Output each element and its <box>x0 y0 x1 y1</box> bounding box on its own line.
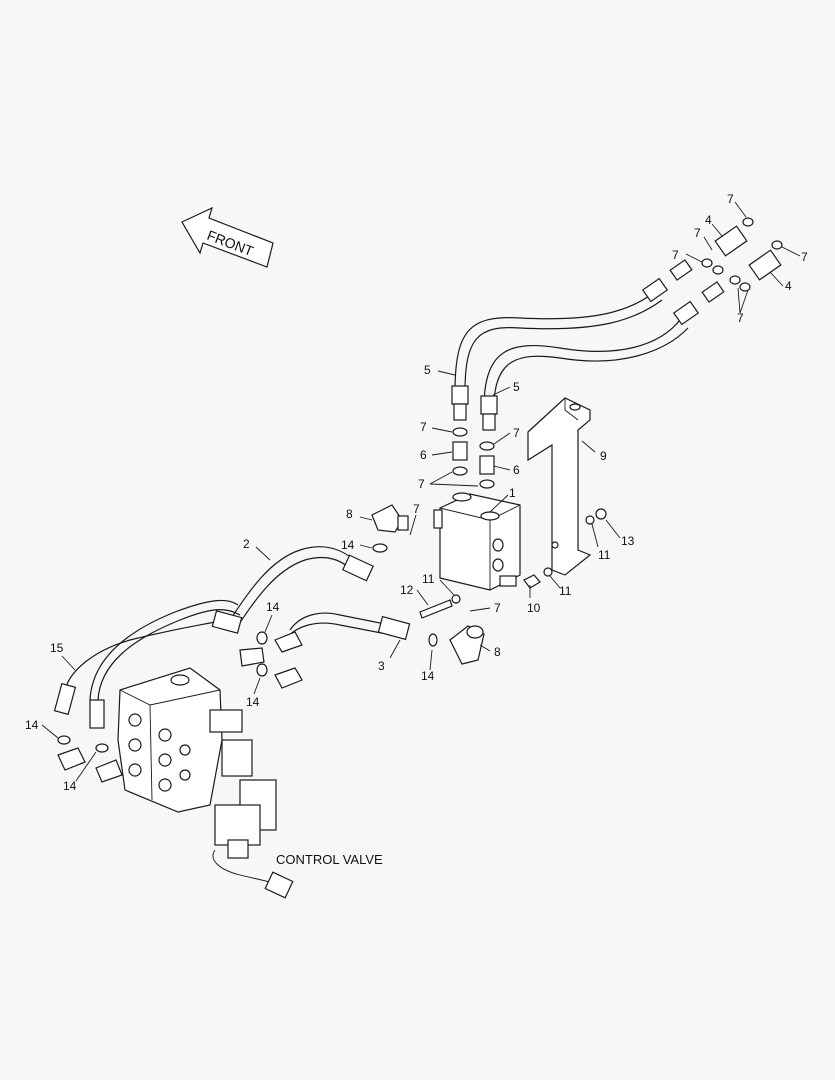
callout-7: 7 <box>737 311 744 325</box>
callout-4: 4 <box>705 213 712 227</box>
callout-14: 14 <box>341 538 355 552</box>
callout-14: 14 <box>421 669 435 683</box>
callout-7: 7 <box>418 477 425 491</box>
callout-13: 13 <box>621 534 635 548</box>
callout-5: 5 <box>513 380 520 394</box>
callout-9: 9 <box>600 449 607 463</box>
mounting-bracket <box>527 397 592 576</box>
callout-3: 3 <box>378 659 385 673</box>
adapters <box>57 543 438 783</box>
callout-7: 7 <box>672 248 679 262</box>
callout-7: 7 <box>727 192 734 206</box>
upper-hoses <box>451 259 725 431</box>
callout-7: 7 <box>513 426 520 440</box>
callout-11: 11 <box>598 548 611 562</box>
callout-7: 7 <box>801 250 808 264</box>
lower-hoses <box>53 546 411 729</box>
callout-10: 10 <box>527 601 541 615</box>
control-valve <box>117 667 294 899</box>
callout-7: 7 <box>494 601 501 615</box>
elbow-fittings <box>371 504 485 665</box>
quick-couplers <box>701 217 783 292</box>
callout-12: 12 <box>400 583 414 597</box>
callout-7: 7 <box>694 226 701 240</box>
callout-11: 11 <box>559 584 572 598</box>
callout-14: 14 <box>246 695 260 709</box>
callout-6: 6 <box>513 463 520 477</box>
callout-4: 4 <box>785 279 792 293</box>
callout-8: 8 <box>346 507 353 521</box>
front-direction-arrow: FRONT <box>181 206 274 268</box>
control-valve-label: CONTROL VALVE <box>276 852 383 867</box>
callout-15: 15 <box>50 641 64 655</box>
callout-11: 11 <box>422 572 435 586</box>
callout-14: 14 <box>63 779 77 793</box>
callout-2: 2 <box>243 537 250 551</box>
valve-fittings <box>452 427 495 489</box>
callout-14: 14 <box>266 600 280 614</box>
callout-14: 14 <box>25 718 39 732</box>
callout-5: 5 <box>424 363 431 377</box>
selector-valve <box>433 492 521 591</box>
callout-6: 6 <box>420 448 427 462</box>
callout-8: 8 <box>494 645 501 659</box>
leader-lines <box>41 201 801 782</box>
bolts-washers <box>419 508 607 619</box>
callout-1: 1 <box>509 486 516 500</box>
callout-labels: 1 2 3 4 4 5 5 6 6 7 7 7 7 7 7 7 7 7 7 8 … <box>25 192 808 793</box>
callout-7: 7 <box>413 502 420 516</box>
callout-7: 7 <box>420 420 427 434</box>
